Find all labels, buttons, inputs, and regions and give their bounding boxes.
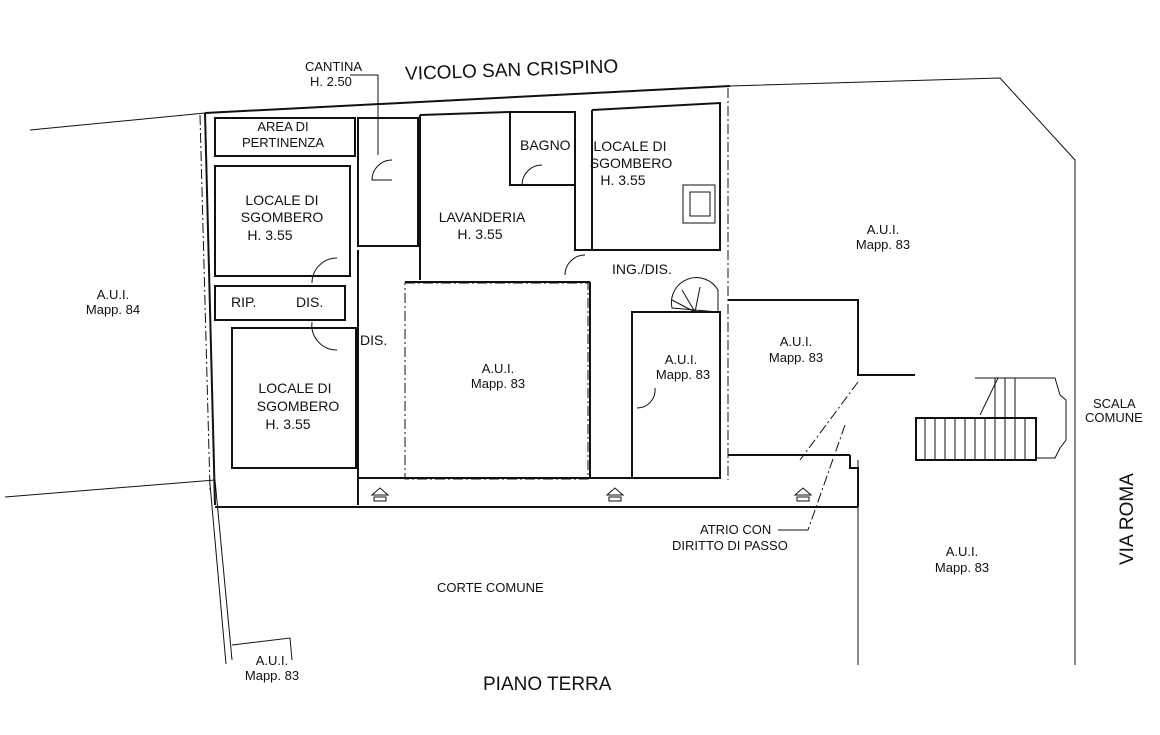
ing-dis-label: ING./DIS. <box>612 261 672 277</box>
plan-title: PIANO TERRA <box>483 674 612 695</box>
scala-comune-label-2: COMUNE <box>1085 410 1143 425</box>
atrio-label-2: DIRITTO DI PASSO <box>672 538 788 553</box>
corte-comune-label: CORTE COMUNE <box>437 580 544 595</box>
stair-treads <box>924 377 1026 460</box>
parcel-sw-1: A.U.I. <box>256 653 289 668</box>
door-swings <box>311 159 656 409</box>
dis-label-2: DIS. <box>360 332 387 348</box>
street-east-label: VIA ROMA <box>1117 473 1138 565</box>
parcel-west-1: A.U.I. <box>97 287 130 302</box>
parcel-small-2: Mapp. 83 <box>656 367 710 382</box>
parcel-se-1: A.U.I. <box>946 544 979 559</box>
cantina-height: H. 2.50 <box>310 74 352 89</box>
area-pertinenza-label-2: PERTINENZA <box>242 135 324 150</box>
cantina-label: CANTINA <box>305 59 362 74</box>
sgombero-tl-line2: SGOMBERO <box>241 209 324 225</box>
building-walls <box>199 88 915 507</box>
sgombero-bl-line1: LOCALE DI <box>258 380 331 396</box>
rip-label: RIP. <box>231 294 256 310</box>
sgombero-tl-line1: LOCALE DI <box>245 192 318 208</box>
parcel-center-1: A.U.I. <box>482 361 515 376</box>
sgombero-bl-line2: SGOMBERO <box>257 398 340 414</box>
parcel-small-1: A.U.I. <box>665 352 698 367</box>
stairs <box>670 184 1067 531</box>
parcel-east-room-2: Mapp. 83 <box>769 350 823 365</box>
parcel-ne-1: A.U.I. <box>867 222 900 237</box>
parcel-east-room-1: A.U.I. <box>780 334 813 349</box>
dis-label-1: DIS. <box>296 294 323 310</box>
boundary-lines <box>4 77 1076 665</box>
scala-comune-label-1: SCALA <box>1093 396 1136 411</box>
lavanderia-label: LAVANDERIA <box>439 209 526 225</box>
parcel-west-2: Mapp. 84 <box>86 302 140 317</box>
sgombero-r-height: H. 3.55 <box>600 172 645 188</box>
parcel-sw-2: Mapp. 83 <box>245 668 299 683</box>
area-pertinenza-label: AREA DI <box>257 119 308 134</box>
parcel-se-2: Mapp. 83 <box>935 560 989 575</box>
atrio-label-1: ATRIO CON <box>700 522 771 537</box>
lavanderia-height: H. 3.55 <box>457 226 502 242</box>
sgombero-r-line1: LOCALE DI <box>593 138 666 154</box>
parcel-center-2: Mapp. 83 <box>471 376 525 391</box>
parcel-ne-2: Mapp. 83 <box>856 237 910 252</box>
sgombero-r-line2: SGOMBERO <box>590 155 673 171</box>
sgombero-tl-height: H. 3.55 <box>247 227 292 243</box>
sgombero-bl-height: H. 3.55 <box>265 416 310 432</box>
street-north-label: VICOLO SAN CRISPINO <box>405 56 619 84</box>
bagno-label: BAGNO <box>520 137 571 153</box>
entrance-markers <box>370 487 813 502</box>
